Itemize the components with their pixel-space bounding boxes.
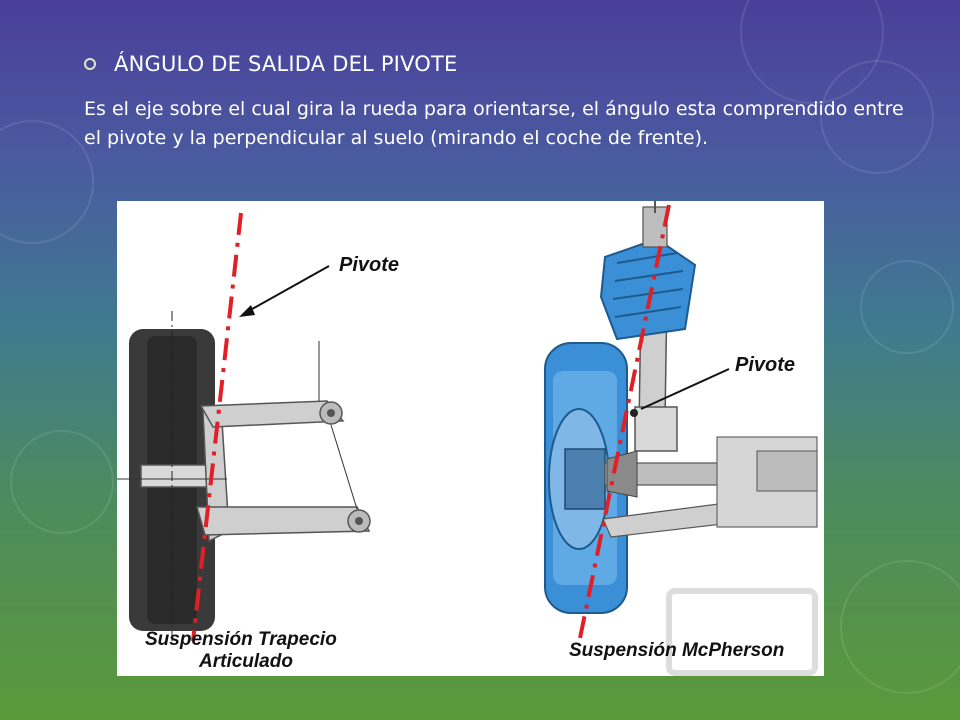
right-pivot-label: Pivote [735,354,795,376]
right-hub [564,448,606,510]
slide-body-text: Es el eje sobre el cual gira la rueda pa… [84,98,904,149]
decorative-bubble [10,430,114,534]
left-frame-line [330,424,358,510]
left-upper-arm-bushing-center [327,409,335,417]
slide-header: ÁNGULO DE SALIDA DEL PIVOTE [84,52,458,76]
left-caption-line1: Suspensión Trapecio [145,629,337,650]
decorative-bubble [840,560,960,694]
suspension-diagram-svg: Pivote Suspensión Trapecio Articulado [117,201,818,676]
left-spindle [140,464,212,488]
left-lower-arm [196,506,371,536]
slide-title: ÁNGULO DE SALIDA DEL PIVOTE [114,52,458,76]
right-pivot-arrow [640,368,730,410]
ring-bullet-icon [84,58,96,70]
decorative-bubble [860,260,954,354]
left-pivot-axis-line [191,212,243,642]
left-pivot-arrowhead [239,305,255,317]
right-strut-bracket [634,406,678,452]
right-caption: Suspensión McPherson [569,640,784,661]
right-pivot-axis-line [577,204,671,644]
right-strut-bolt [630,409,638,417]
left-lower-arm-bushing-center [355,517,363,525]
right-spring-coils [612,252,684,318]
left-suspension-drawing: Pivote Suspensión Trapecio Articulado [117,212,399,672]
right-cv-boot [606,450,638,498]
left-upper-arm [199,400,345,428]
right-top-mount [642,206,668,248]
left-pivot-arrow [244,265,330,314]
left-pivot-label: Pivote [339,254,399,276]
right-suspension-drawing: Pivote Suspensión McPherson [544,201,818,676]
right-steering-rack [756,450,818,492]
decorative-bubble [0,120,94,244]
left-caption-line2: Articulado [198,651,293,672]
decorative-bubble [820,60,934,174]
watermark-logo [666,588,818,676]
suspension-diagram: Pivote Suspensión Trapecio Articulado [117,201,824,676]
